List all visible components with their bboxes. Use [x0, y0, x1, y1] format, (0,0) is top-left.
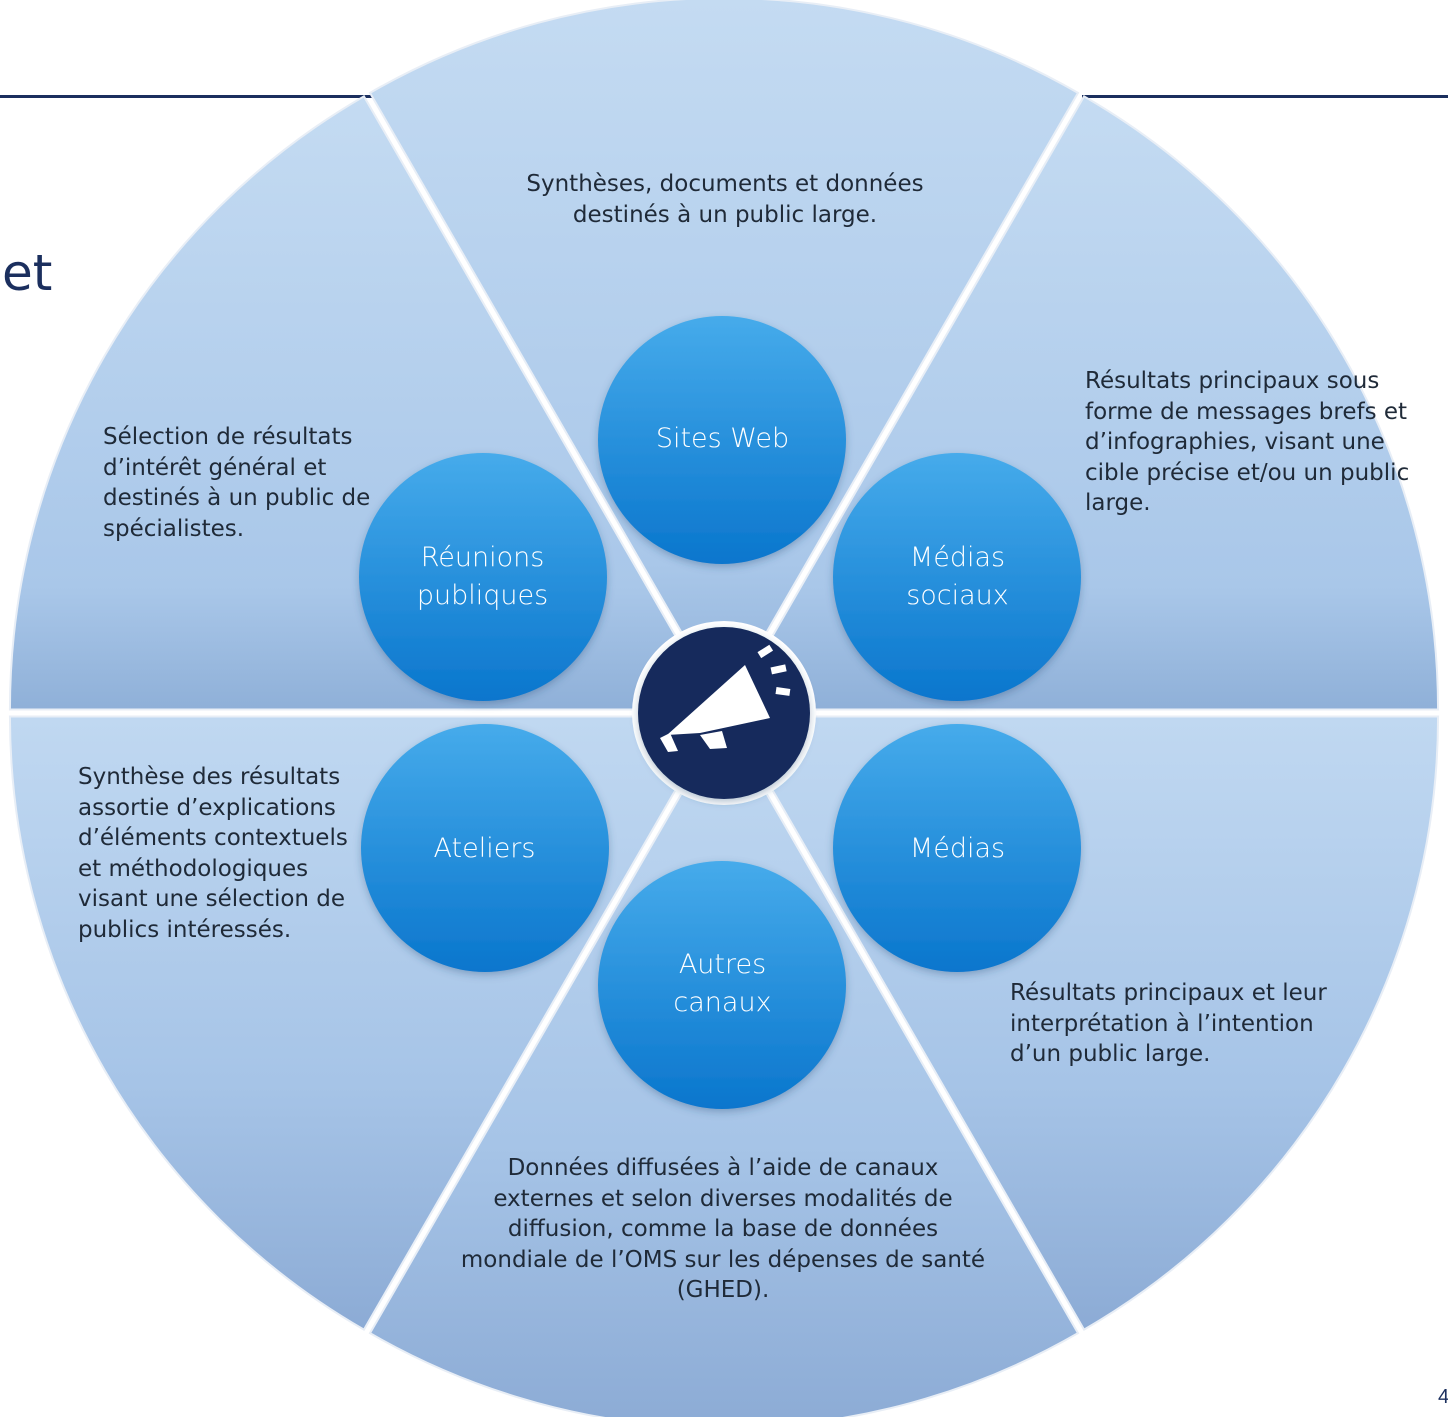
channel-description-4: Synthèse des résultats assortie d’explic…	[78, 764, 348, 943]
hub-reunions-publiques	[359, 453, 607, 701]
hub-sites-web	[598, 316, 846, 564]
channel-description-2: Résultats principaux et leur interprétat…	[1010, 980, 1327, 1067]
hub-ateliers	[361, 724, 609, 972]
channel-description-3: Données diffusées à l’aide de canaux ext…	[460, 1155, 986, 1303]
hub-medias-sociaux	[833, 453, 1081, 701]
page-number: 4	[1438, 1386, 1448, 1408]
channel-description-0: Synthèses, documents et données destinés…	[526, 171, 924, 228]
hub-autres-canaux	[598, 861, 846, 1109]
channel-description-5: Sélection de résultats d’intérêt général…	[103, 424, 371, 542]
title-underline-right	[1082, 95, 1448, 98]
hub-label-0: Sites Web	[655, 423, 790, 454]
hub-medias	[833, 724, 1081, 972]
hub-label-4: Ateliers	[433, 833, 536, 864]
channel-description-1: Résultats principaux sous forme de messa…	[1085, 368, 1410, 516]
title-fragment: et	[2, 244, 53, 302]
hub-label-2: Médias	[909, 833, 1006, 864]
title-underline-left	[0, 95, 372, 98]
center-hub	[632, 621, 816, 805]
megaphone-icon	[660, 644, 791, 752]
